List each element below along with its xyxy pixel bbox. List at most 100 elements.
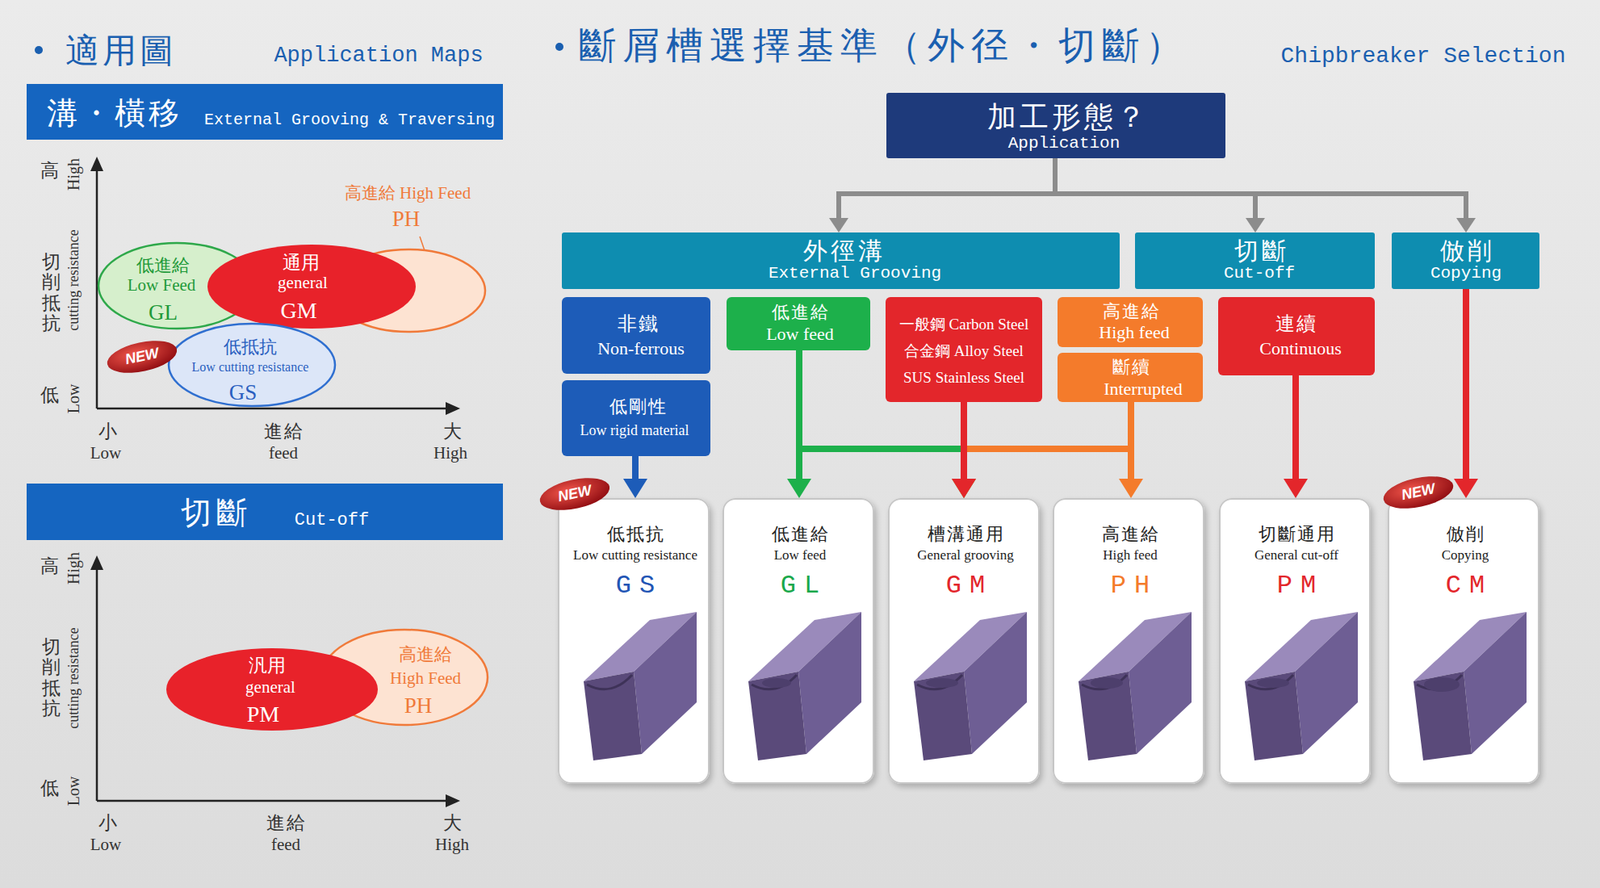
- axis-label: Low: [90, 835, 122, 855]
- node-text: CM: [1437, 571, 1493, 600]
- arrowhead: [1118, 478, 1144, 499]
- node-text: GL: [148, 301, 178, 326]
- node-text: Low cutting resistance: [192, 360, 310, 375]
- connector: [623, 456, 648, 499]
- axis-label: 高: [40, 160, 59, 181]
- region-ellipse: [166, 648, 378, 731]
- node-text: Cut-off: [1223, 263, 1295, 283]
- page-title: 斷屑槽選擇基準（外径・切斷）: [572, 25, 1190, 68]
- node-text: PH: [404, 694, 433, 719]
- connector-line: [1292, 375, 1299, 480]
- node-text: Application: [1008, 134, 1121, 153]
- node-text: general: [277, 273, 328, 293]
- axis-label: 切削抵抗: [41, 636, 61, 719]
- insert-groove: [1090, 677, 1123, 689]
- node-text: High Feed: [389, 669, 461, 688]
- node-text: 切斷: [1231, 237, 1290, 264]
- axis-label: High: [433, 443, 468, 463]
- node-text: Continuous: [1259, 339, 1341, 359]
- node-text: Cut-off: [294, 510, 369, 531]
- axis-label: Low: [90, 443, 122, 463]
- axis-label: Low: [64, 384, 83, 415]
- node-text: general: [245, 678, 296, 697]
- connector-line: [1055, 158, 1256, 219]
- node-text: High feed: [1102, 548, 1158, 564]
- insert-picture: [748, 611, 862, 761]
- node-text: 倣削: [1445, 524, 1486, 545]
- node-text: 溝・橫移: [43, 96, 183, 131]
- axis-label: feed: [271, 835, 301, 855]
- node-text: Interrupted: [1103, 379, 1183, 399]
- node-text: High feed: [1098, 322, 1169, 343]
- chipbreaker-card: 槽溝通用General groovingGM: [887, 498, 1040, 784]
- node-text: 高進給: [1101, 301, 1161, 322]
- condition-box: 連續Continuous: [1218, 297, 1375, 376]
- axis-arrowhead: [445, 794, 461, 808]
- insert-picture: [1413, 611, 1527, 761]
- connector: [951, 402, 1131, 499]
- new-badge: NEW: [1379, 474, 1458, 511]
- axis-label: cutting resistance: [66, 627, 83, 729]
- node-text: 低抵抗: [223, 337, 277, 357]
- node-text: 通用: [282, 252, 320, 273]
- axis-label: 大: [443, 421, 462, 442]
- chipbreaker-card: 切斷通用General cut-offPM: [1218, 498, 1371, 784]
- chipbreaker-card: 高進給 High feedPH: [1052, 498, 1205, 784]
- node-text: 切斷: [175, 496, 252, 531]
- card-ground: [722, 498, 875, 784]
- new-badge: NEW: [536, 476, 614, 512]
- card-ground: [1218, 498, 1371, 784]
- node-text: GM: [280, 298, 317, 324]
- connector-line: [963, 402, 1131, 480]
- node-text: 非鐵: [615, 313, 660, 335]
- node-text: GS: [607, 571, 663, 600]
- condition-box: 斷續Interrupted: [1057, 352, 1203, 403]
- condition-box: 非鐵Non-ferrous: [561, 297, 711, 374]
- chipbreaker-card: 倣削CopyingCM: [1387, 498, 1540, 784]
- node-text: 高進給 High Feed: [344, 184, 471, 203]
- node-text: 切斷通用: [1256, 524, 1337, 545]
- bullet: [34, 46, 43, 55]
- region-ellipse: [207, 244, 416, 329]
- section-band: 溝・橫移External Grooving & Traversing: [26, 83, 503, 140]
- connector-line: [632, 456, 639, 480]
- map-region: 低抵抗 Low cutting resistanceGS: [167, 322, 337, 408]
- node-text: 一般鋼 Carbon Steel: [899, 316, 1029, 334]
- axis-label: 進給: [262, 421, 305, 442]
- chipbreaker-card: 低抵抗Low cutting resistanceGS: [557, 498, 710, 784]
- card-ground: [887, 498, 1040, 784]
- axis-label: cutting resistance: [66, 229, 83, 331]
- node-text: Copying: [1430, 263, 1502, 283]
- heading-text: 適用圖: [62, 32, 177, 70]
- badge-ellipse: [104, 335, 181, 379]
- chipbreaker-card: 低進給Low feedGL: [722, 498, 875, 784]
- insert-picture: [583, 611, 697, 761]
- node-text: GS: [229, 381, 258, 406]
- axis-arrowhead: [445, 402, 461, 415]
- axis-label: 切削抵抗: [41, 251, 61, 334]
- category-band: 外徑溝External Grooving: [561, 232, 1120, 290]
- connector: [1453, 289, 1479, 499]
- arrowhead: [829, 217, 849, 233]
- insert-groove: [762, 678, 792, 688]
- node-text: 低抵抗: [605, 524, 666, 545]
- axis-line: [96, 568, 99, 801]
- node-text: 槽溝通用: [925, 524, 1006, 545]
- node-text: 低進給: [770, 524, 830, 545]
- section-band: 切斷 Cut-off: [26, 483, 503, 541]
- node-text: PM: [1269, 571, 1324, 600]
- insert-groove: [925, 678, 959, 688]
- axis-label: feed: [268, 443, 298, 463]
- axis-label: Low: [64, 776, 83, 807]
- node-text: GM: [938, 571, 993, 600]
- node-text: PH: [1102, 571, 1158, 600]
- node-text: 高進給: [1100, 524, 1161, 545]
- axis-label: 低: [40, 778, 59, 799]
- arrowhead: [1456, 217, 1476, 233]
- node-text: Low rigid material: [580, 423, 690, 440]
- node-text: External Grooving: [768, 263, 942, 283]
- axis-arrowhead: [90, 555, 104, 570]
- arrowhead: [1245, 217, 1265, 233]
- arrowhead: [951, 478, 976, 499]
- axis-line: [96, 169, 99, 409]
